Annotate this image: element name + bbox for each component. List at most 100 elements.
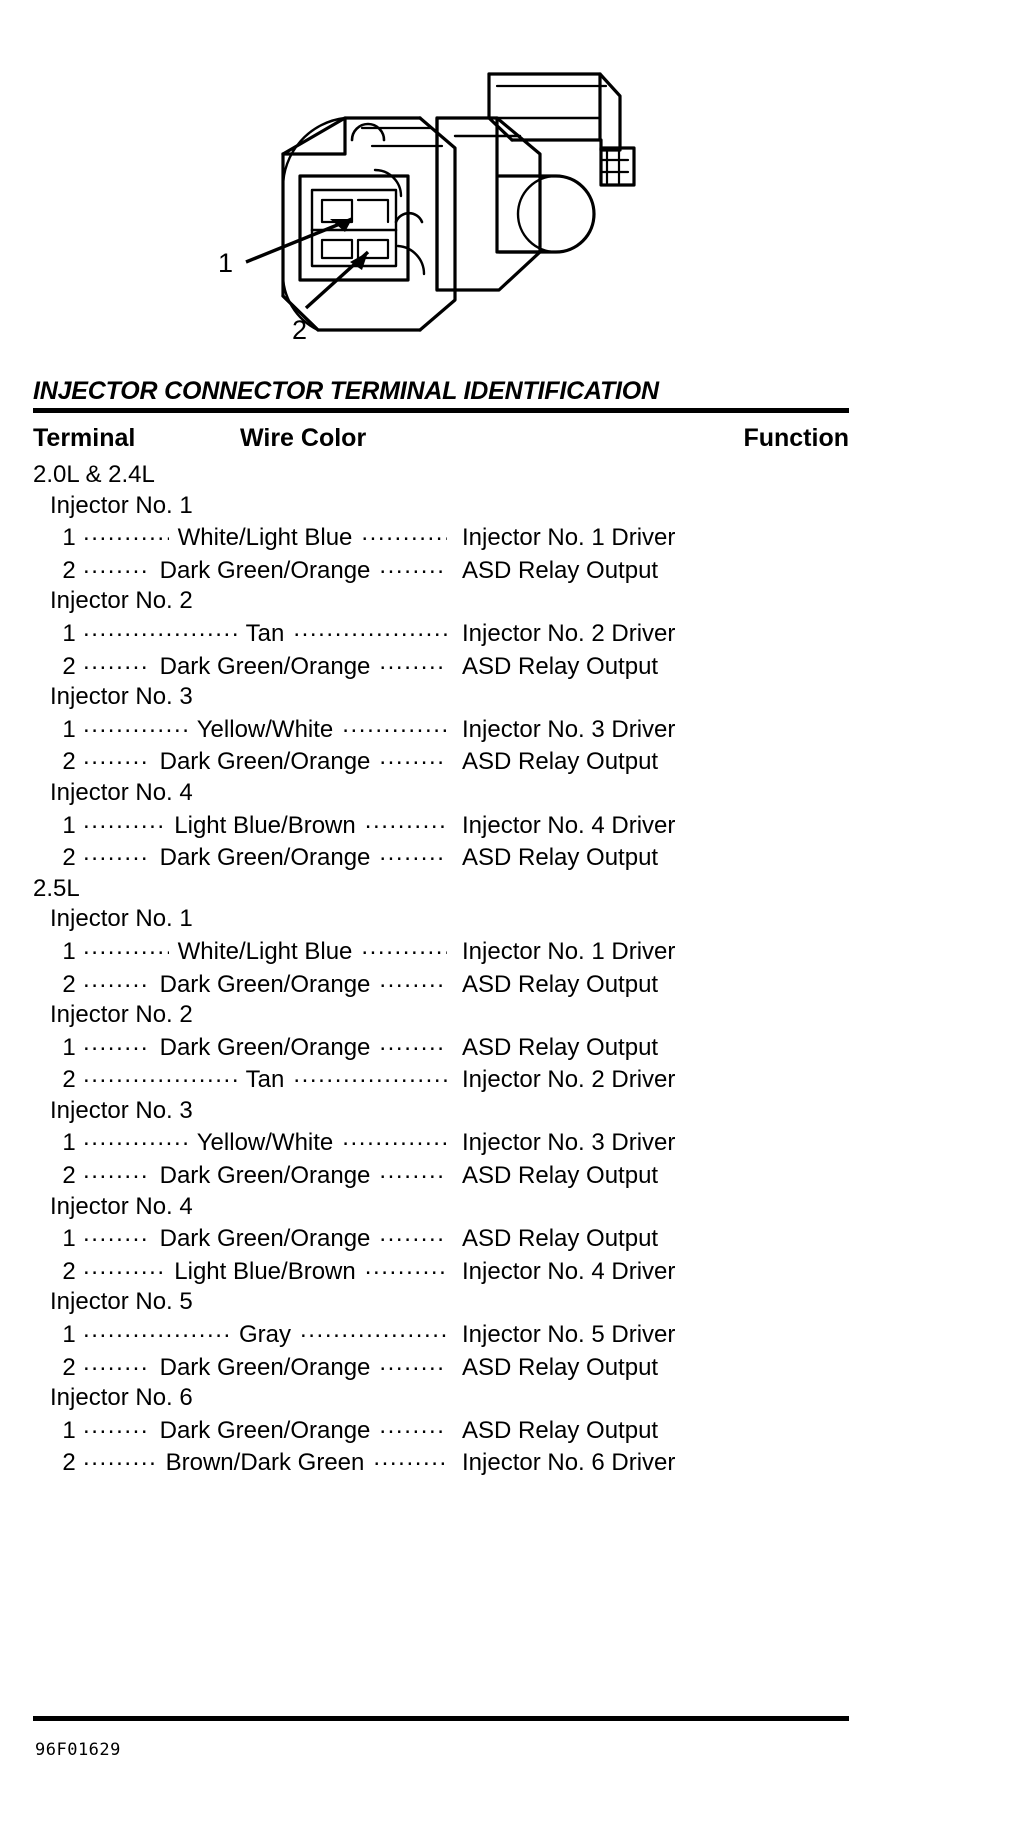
wire-color-cell: Gray	[80, 1318, 450, 1351]
injector-heading: Injector No. 2	[50, 587, 193, 615]
terminal-number: 2	[62, 748, 76, 776]
injector-heading: Injector No. 5	[50, 1288, 193, 1316]
callout-1-leader	[245, 217, 353, 264]
leader-dots	[83, 617, 237, 641]
terminal-row: 1Yellow/WhiteInjector No. 3 Driver	[33, 713, 849, 746]
function-cell: ASD Relay Output	[450, 650, 658, 683]
function-value: ASD Relay Output	[462, 1033, 659, 1061]
column-header-function: Function	[743, 424, 849, 452]
terminal-identification-table: Terminal Wire Color Function 2.0L & 2.4L…	[33, 424, 849, 1479]
function-value: Injector No. 3 Driver	[462, 715, 676, 743]
injector-heading: Injector No. 1	[50, 905, 193, 933]
terminal-number: 1	[62, 1321, 76, 1349]
callout-label-1: 1	[218, 248, 233, 278]
terminal-number: 2	[62, 1162, 76, 1190]
wire-color-cell: Dark Green/Orange	[80, 650, 450, 683]
function-cell: Injector No. 2 Driver	[450, 1063, 675, 1096]
function-cell: ASD Relay Output	[450, 1414, 658, 1447]
terminal-number: 1	[62, 524, 76, 552]
leader-dots	[379, 1414, 447, 1438]
engine-group-heading: 2.5L	[33, 874, 80, 902]
terminal-number: 1	[62, 1225, 76, 1253]
section-header: INJECTOR CONNECTOR TERMINAL IDENTIFICATI…	[33, 376, 849, 413]
wire-color-value: Dark Green/Orange	[159, 1225, 371, 1253]
terminal-row: 2Light Blue/BrownInjector No. 4 Driver	[33, 1255, 849, 1288]
leader-dots	[83, 1255, 165, 1279]
function-cell: Injector No. 3 Driver	[450, 713, 675, 746]
function-cell: Injector No. 6 Driver	[450, 1446, 675, 1479]
function-cell: ASD Relay Output	[450, 841, 658, 874]
leader-dots	[379, 968, 447, 992]
function-value: ASD Relay Output	[462, 844, 659, 872]
leader-dots	[83, 1351, 151, 1375]
terminal-row: 1 Dark Green/Orange ASD Relay Output	[33, 1222, 849, 1255]
leader-dots	[83, 1222, 151, 1246]
wire-color-value: Yellow/White	[196, 1129, 334, 1157]
leader-dots	[300, 1318, 447, 1342]
terminal-row: 2Dark Green/OrangeASD Relay Output	[33, 650, 849, 683]
terminal-row: 1Light Blue/BrownInjector No. 4 Driver	[33, 809, 849, 842]
leader-dots	[365, 1255, 447, 1279]
terminal-row: 2Dark Green/OrangeASD Relay Output	[33, 841, 849, 874]
function-value: Injector No. 1 Driver	[462, 937, 676, 965]
leader-dots	[379, 1159, 447, 1183]
terminal-row: 2Dark Green/OrangeASD Relay Output	[33, 968, 849, 1001]
wire-color-cell: Tan	[80, 1063, 450, 1096]
leader-dots	[83, 809, 165, 833]
figure-reference-code: 96F01629	[35, 1740, 121, 1760]
terminal-number: 2	[62, 1449, 76, 1477]
terminal-number: 2	[62, 1353, 76, 1381]
column-header-wire-color: Wire Color	[240, 424, 367, 452]
function-cell: Injector No. 3 Driver	[450, 1126, 675, 1159]
wire-color-cell: Dark Green/Orange	[80, 841, 450, 874]
wire-color-cell: Light Blue/Brown	[80, 809, 450, 842]
wire-color-value: Light Blue/Brown	[174, 1257, 356, 1285]
function-cell: ASD Relay Output	[450, 968, 658, 1001]
function-value: Injector No. 6 Driver	[462, 1449, 676, 1477]
function-value: ASD Relay Output	[462, 1353, 659, 1381]
function-cell: Injector No. 2 Driver	[450, 617, 675, 650]
function-value: ASD Relay Output	[462, 1162, 659, 1190]
terminal-row: 2Dark Green/Orange ASD Relay Output	[33, 1351, 849, 1384]
leader-dots	[361, 935, 447, 959]
wire-color-value: White/Light Blue	[177, 937, 353, 965]
terminal-row: 1Tan Injector No. 2 Driver	[33, 617, 849, 650]
wire-color-value: Dark Green/Orange	[159, 556, 371, 584]
terminal-row: 1GrayInjector No. 5 Driver	[33, 1318, 849, 1351]
terminal-number: 2	[62, 556, 76, 584]
wire-color-cell: Dark Green/Orange	[80, 554, 450, 587]
leader-dots	[83, 1414, 151, 1438]
leader-dots	[293, 1063, 447, 1087]
wire-color-value: Dark Green/Orange	[159, 1162, 371, 1190]
function-value: Injector No. 2 Driver	[462, 619, 676, 647]
injector-heading: Injector No. 6	[50, 1384, 193, 1412]
wire-color-value: Gray	[239, 1321, 292, 1349]
terminal-row: 1Yellow/WhiteInjector No. 3 Driver	[33, 1126, 849, 1159]
function-cell: ASD Relay Output	[450, 745, 658, 778]
connector-line-drawing: 1 2	[218, 72, 636, 345]
function-value: Injector No. 1 Driver	[462, 524, 676, 552]
function-cell: ASD Relay Output	[450, 1159, 658, 1192]
wire-color-cell: Dark Green/Orange	[80, 1351, 450, 1384]
function-value: ASD Relay Output	[462, 970, 659, 998]
section-title: INJECTOR CONNECTOR TERMINAL IDENTIFICATI…	[33, 377, 659, 405]
wire-color-value: White/Light Blue	[177, 524, 353, 552]
wire-color-cell: Brown/Dark Green	[80, 1446, 450, 1479]
function-value: ASD Relay Output	[462, 1225, 659, 1253]
callout-label-2: 2	[292, 315, 307, 345]
terminal-number: 1	[62, 937, 76, 965]
wire-color-value: Dark Green/Orange	[159, 1033, 371, 1061]
leader-dots	[83, 1446, 157, 1470]
footer-rule	[33, 1716, 849, 1721]
wire-color-value: Dark Green/Orange	[159, 748, 371, 776]
function-value: ASD Relay Output	[462, 1416, 659, 1444]
wire-color-cell: Tan	[80, 617, 450, 650]
leader-dots	[83, 841, 151, 865]
terminal-row: 1Dark Green/OrangeASD Relay Output	[33, 1414, 849, 1447]
terminal-number: 1	[62, 619, 76, 647]
injector-heading: Injector No. 4	[50, 778, 193, 806]
terminal-row: 1 White/Light Blue Injector No. 1 Driver	[33, 935, 849, 968]
function-value: ASD Relay Output	[462, 652, 659, 680]
wire-color-value: Dark Green/Orange	[159, 652, 371, 680]
leader-dots	[379, 1031, 447, 1055]
